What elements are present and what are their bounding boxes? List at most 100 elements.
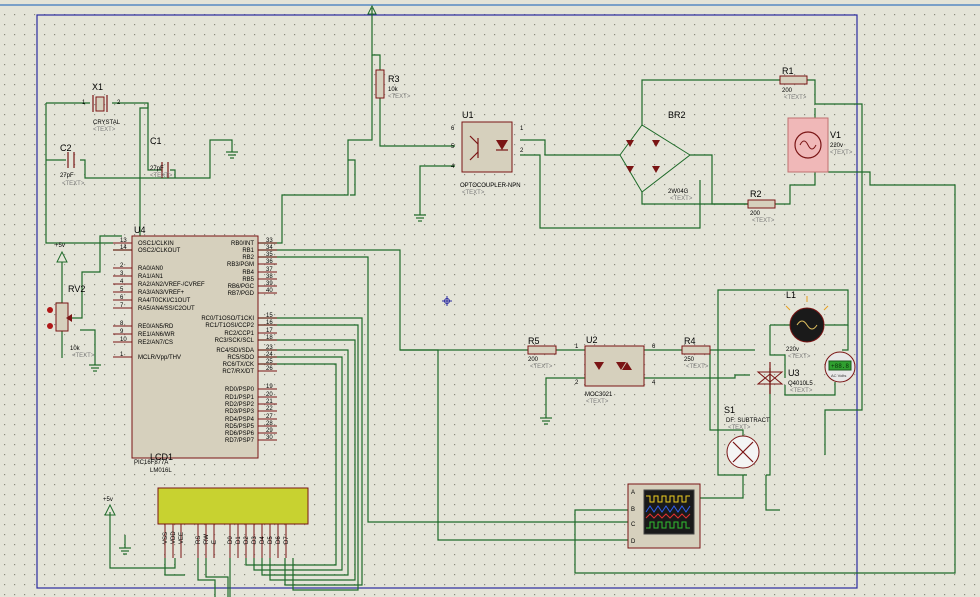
scope-channel-c: C — [631, 522, 636, 528]
u4-right-pin-number: 18 — [266, 335, 273, 341]
br2-value: 2W04G — [668, 189, 689, 195]
u4-right-pin-number: 30 — [266, 435, 273, 441]
oscilloscope[interactable]: A B C D — [627, 483, 701, 549]
ac-source-v1[interactable]: V1 220v <TEXT> — [787, 117, 853, 173]
u3-value: Q4010L5 — [788, 381, 813, 387]
scope-channel-a: A — [631, 490, 635, 496]
u1-pin-5: 5 — [451, 144, 455, 150]
u4-left-pin-name: RE2/AN7/CS — [138, 340, 173, 346]
meter-unit: AC Volts — [831, 373, 846, 378]
subtractor-s1[interactable]: S1 DF: SUBTRACT <TEXT> — [724, 405, 770, 469]
u4-right-pin-number: 38 — [266, 274, 273, 280]
ground-lcd — [119, 547, 131, 555]
u4-right-pin-name: RD3/PSP3 — [225, 409, 255, 415]
r4-value: 250 — [684, 357, 695, 363]
optotriac-u2[interactable]: U2 MOC3021 <TEXT> 1 2 6 4 — [575, 335, 656, 405]
u4-right-pin-number: 35 — [266, 252, 273, 258]
crosshair-marker[interactable] — [442, 296, 452, 306]
r1-value: 200 — [782, 88, 793, 94]
u4-left-pin-number: 5 — [120, 287, 124, 293]
s1-text: <TEXT> — [728, 425, 751, 431]
u4-right-pin-name: RC4/SDI/SDA — [216, 348, 254, 354]
u4-left-pin-number: 10 — [120, 337, 127, 343]
u1-pin-1: 1 — [520, 126, 524, 132]
ac-voltmeter[interactable]: +88.8 AC Volts — [824, 351, 856, 383]
u4-right-pin-number: 17 — [266, 328, 273, 334]
u4-right-pin-name: RD2/PSP2 — [225, 402, 255, 408]
u4-left-pin-number: 1 — [120, 352, 124, 358]
u4-left-pin-number: 3 — [120, 271, 124, 277]
resistor-r5[interactable]: R5 200 <TEXT> — [527, 336, 557, 370]
x1-ref: X1 — [92, 82, 103, 92]
resistor-r2[interactable]: R2 200 <TEXT> — [747, 189, 776, 224]
u4-right-pin-number: 26 — [266, 366, 273, 372]
r3-value: 10k — [388, 87, 399, 93]
u4-right-pin-number: 34 — [266, 245, 273, 251]
triac-u3[interactable]: U3 Q4010L5 <TEXT> — [756, 362, 813, 394]
u4-right-pin-name: RC3/SCK/SCL — [215, 338, 255, 344]
r5-text: <TEXT> — [530, 364, 553, 370]
resistor-r4[interactable]: R4 250 <TEXT> — [681, 336, 711, 370]
u4-right-pin-name: RD7/PSP7 — [225, 438, 255, 444]
c1-ref: C1 — [150, 136, 162, 146]
r2-text: <TEXT> — [752, 218, 775, 224]
u1-ref: U1 — [462, 110, 474, 120]
vcc-label-rv2: +5v — [55, 243, 65, 249]
r1-text: <TEXT> — [784, 95, 807, 101]
lcd-pin-label: D5 — [268, 536, 274, 544]
meter-reading: +88.8 — [831, 363, 849, 370]
u4-right-pin-number: 37 — [266, 267, 273, 273]
lcd-pin-label: D3 — [252, 536, 258, 544]
u1-pin-2: 2 — [520, 148, 524, 154]
resistor-r1[interactable]: R1 200 <TEXT> — [779, 66, 808, 101]
u4-left-pin-name: OSC1/CLKIN — [138, 241, 174, 247]
u2-text: <TEXT> — [586, 399, 609, 405]
lamp-l1[interactable]: L1 220v <TEXT> — [785, 290, 829, 360]
u4-right-pin-number: 25 — [266, 359, 273, 365]
resistor-r3[interactable]: R3 10k <TEXT> — [367, 4, 411, 100]
optocoupler-u1[interactable]: U1 OPTOCOUPLER-NPN <TEXT> 6 4 5 1 2 — [451, 110, 524, 196]
ground-u1 — [414, 214, 426, 222]
u4-left-pin-number: 8 — [120, 321, 124, 327]
u2-pin-2: 2 — [575, 380, 579, 386]
u4-left-pin-name: OSC2/CLKOUT — [138, 248, 181, 254]
u3-ref: U3 — [788, 368, 800, 378]
potentiometer-rv2[interactable]: RV2 10k <TEXT> — [47, 284, 95, 359]
u4-left-pin-name: RA2/AN2/VREF-/CVREF — [138, 282, 205, 288]
capacitor-c2[interactable]: C2 27pF <TEXT> — [60, 143, 85, 187]
lcd-pin-label: D6 — [276, 536, 282, 544]
u4-left-pin-name: RA4/T0CKI/C1OUT — [138, 298, 191, 304]
bridge-rectifier-br2[interactable]: BR2 2W04G <TEXT> — [619, 110, 693, 202]
ground-u2 — [540, 417, 552, 425]
power-arrow-lcd: +5v — [103, 497, 116, 516]
capacitor-c1[interactable]: C1 27pF <TEXT> — [150, 136, 173, 179]
u4-left-pin-number: 9 — [120, 329, 124, 335]
u4-left-pin-name: MCLR/Vpp/THV — [138, 355, 181, 361]
u4-right-pin-name: RC6/TX/CK — [223, 362, 254, 368]
u2-ref: U2 — [586, 335, 598, 345]
u4-right-pin-name: RD0/PSP0 — [225, 387, 255, 393]
u4-right-pin-name: RC0/T1OSO/T1CKI — [201, 316, 254, 322]
u4-right-pin-name: RB4 — [242, 270, 254, 276]
u4-left-pin-number: 13 — [120, 238, 127, 244]
u4-left-pin-number: 7 — [120, 303, 124, 309]
u4-left-pin-name: RA1/AN1 — [138, 274, 164, 280]
u4-right-pin-number: 24 — [266, 352, 273, 358]
u4-right-pin-name: RB5 — [242, 277, 254, 283]
r2-ref: R2 — [750, 189, 762, 199]
u4-right-pin-name: RC2/CCP1 — [224, 331, 254, 337]
br2-text: <TEXT> — [670, 196, 693, 202]
crystal-x1[interactable]: X1 CRYSTAL <TEXT> 1 2 — [82, 82, 121, 133]
u4-right-pin-name: RB0/INT — [231, 241, 254, 247]
x1-pin-2: 2 — [117, 100, 121, 106]
scope-channel-b: B — [631, 507, 635, 513]
u2-pin-6: 6 — [652, 344, 656, 350]
u4-right-pin-name: RD1/PSP1 — [225, 395, 255, 401]
u3-text: <TEXT> — [790, 388, 813, 394]
u4-right-pin-name: RB3/PGM — [227, 262, 254, 268]
u4-ref: U4 — [134, 225, 146, 235]
